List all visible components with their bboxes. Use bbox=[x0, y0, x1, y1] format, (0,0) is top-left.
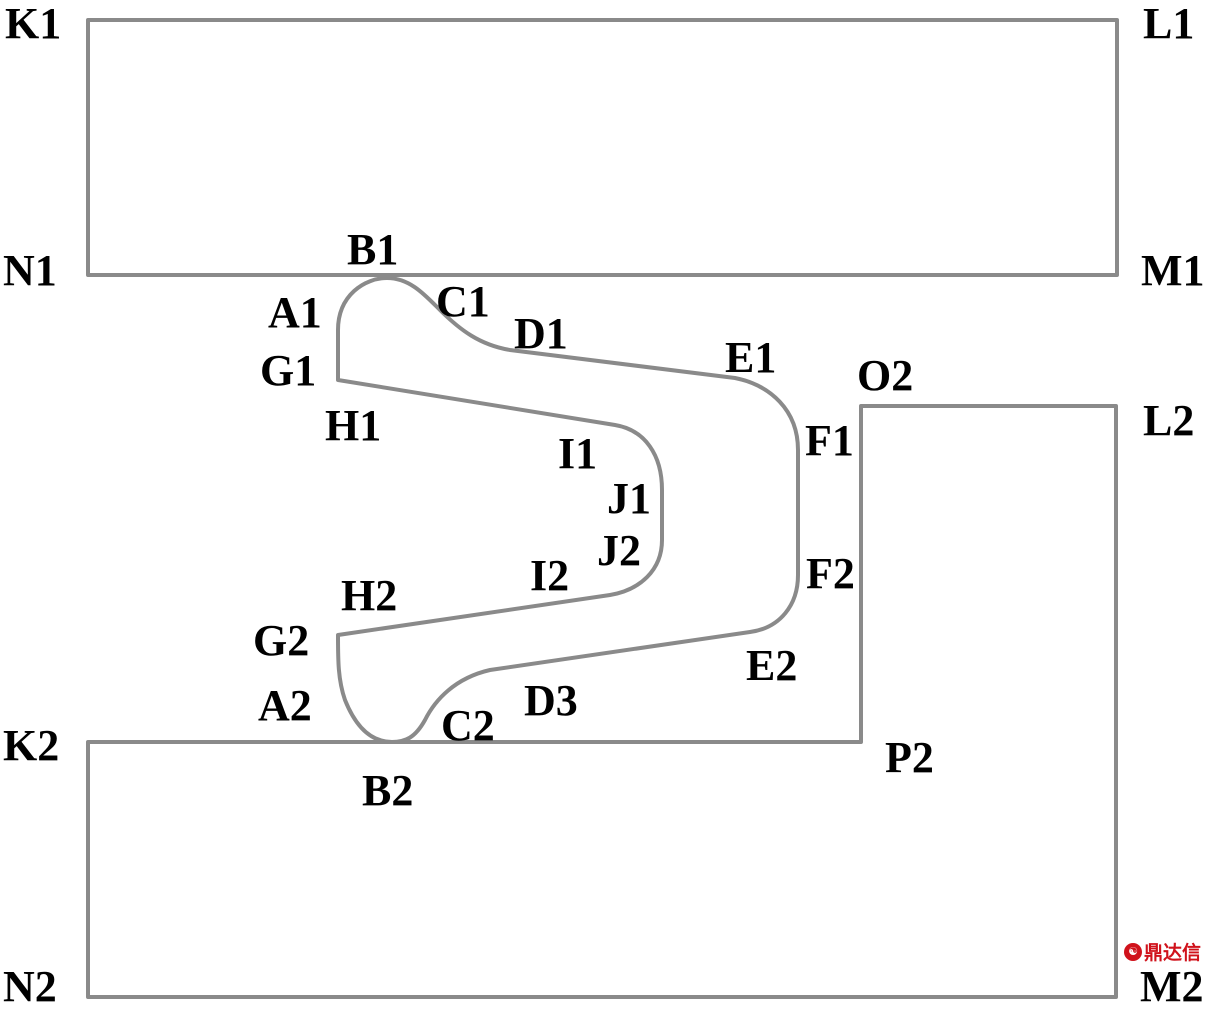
label-J1: J1 bbox=[607, 474, 651, 523]
watermark-logo-icon: ☯ bbox=[1124, 942, 1142, 961]
label-H2: H2 bbox=[341, 571, 397, 620]
label-K1: K1 bbox=[5, 0, 61, 48]
label-L2: L2 bbox=[1143, 396, 1194, 445]
label-I1: I1 bbox=[558, 429, 597, 478]
watermark: ☯ 鼎达信 bbox=[1124, 938, 1201, 965]
watermark-text: 鼎达信 bbox=[1144, 942, 1202, 964]
label-D1: D1 bbox=[514, 309, 568, 358]
label-O2: O2 bbox=[857, 351, 913, 400]
lower-block bbox=[86, 404, 1118, 999]
label-H1: H1 bbox=[325, 401, 381, 450]
label-N2: N2 bbox=[3, 962, 57, 1011]
label-A1: A1 bbox=[268, 288, 322, 337]
label-C2: C2 bbox=[441, 701, 495, 750]
label-E1: E1 bbox=[725, 333, 776, 382]
curved-loop-outline bbox=[336, 276, 800, 744]
label-I2: I2 bbox=[530, 551, 569, 600]
label-M2: M2 bbox=[1140, 962, 1204, 1011]
label-F1: F1 bbox=[805, 416, 854, 465]
label-A2: A2 bbox=[258, 681, 312, 730]
label-G2: G2 bbox=[253, 616, 309, 665]
upper-block bbox=[86, 18, 1119, 277]
label-N1: N1 bbox=[3, 246, 57, 295]
label-K2: K2 bbox=[3, 721, 59, 770]
label-F2: F2 bbox=[806, 549, 855, 598]
label-D3: D3 bbox=[524, 676, 578, 725]
label-P2: P2 bbox=[885, 733, 934, 782]
label-G1: G1 bbox=[260, 346, 316, 395]
label-L1: L1 bbox=[1143, 0, 1194, 48]
label-B2: B2 bbox=[362, 766, 413, 815]
label-C1: C1 bbox=[436, 277, 490, 326]
label-J2: J2 bbox=[597, 526, 641, 575]
label-B1: B1 bbox=[347, 225, 398, 274]
label-M1: M1 bbox=[1141, 246, 1205, 295]
label-E2: E2 bbox=[746, 641, 797, 690]
